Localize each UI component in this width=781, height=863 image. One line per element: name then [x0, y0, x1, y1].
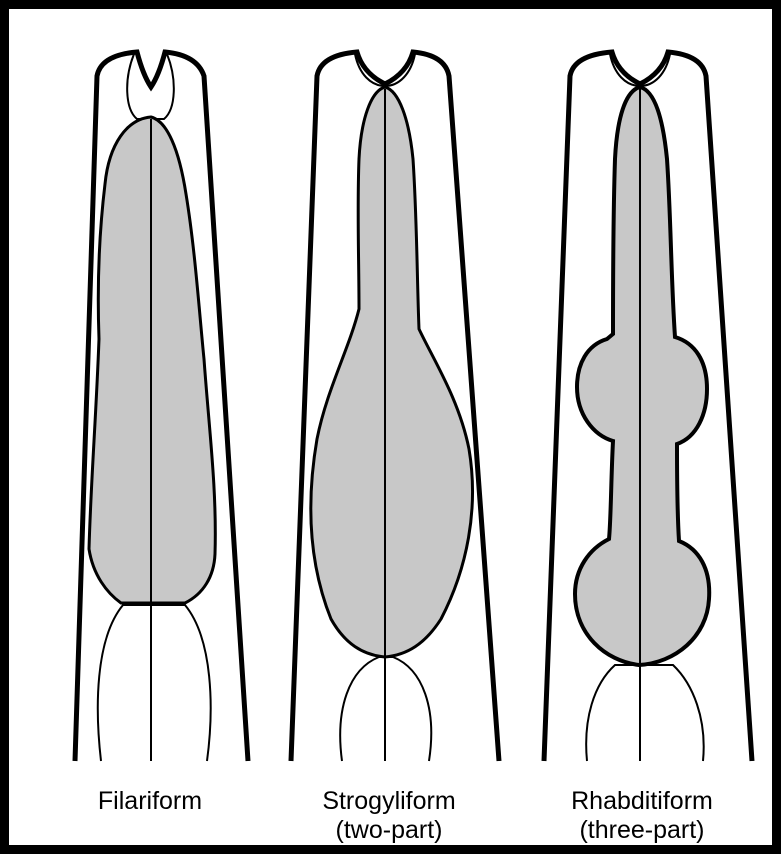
rhabditiform-label: Rhabditiform (three-part): [522, 787, 762, 845]
strongyliform-subtitle: (two-part): [269, 816, 509, 845]
filariform-label: Filariform: [30, 787, 270, 816]
filariform-figure: [75, 52, 248, 761]
filariform-pharynx: [89, 117, 215, 603]
strongyliform-figure: [291, 52, 499, 761]
filariform-intestine: [98, 605, 211, 761]
strongyliform-name: Strogyliform: [269, 787, 509, 816]
rhabditiform-pharynx: [575, 87, 709, 665]
strongyliform-pharynx: [311, 87, 473, 657]
pharynx-types-diagram: [9, 9, 781, 863]
rhabditiform-subtitle: (three-part): [522, 816, 762, 845]
rhabditiform-figure: [544, 52, 752, 761]
filariform-name: Filariform: [30, 787, 270, 816]
strongyliform-label: Strogyliform (two-part): [269, 787, 509, 845]
rhabditiform-name: Rhabditiform: [522, 787, 762, 816]
rhabditiform-intestine: [586, 665, 703, 761]
